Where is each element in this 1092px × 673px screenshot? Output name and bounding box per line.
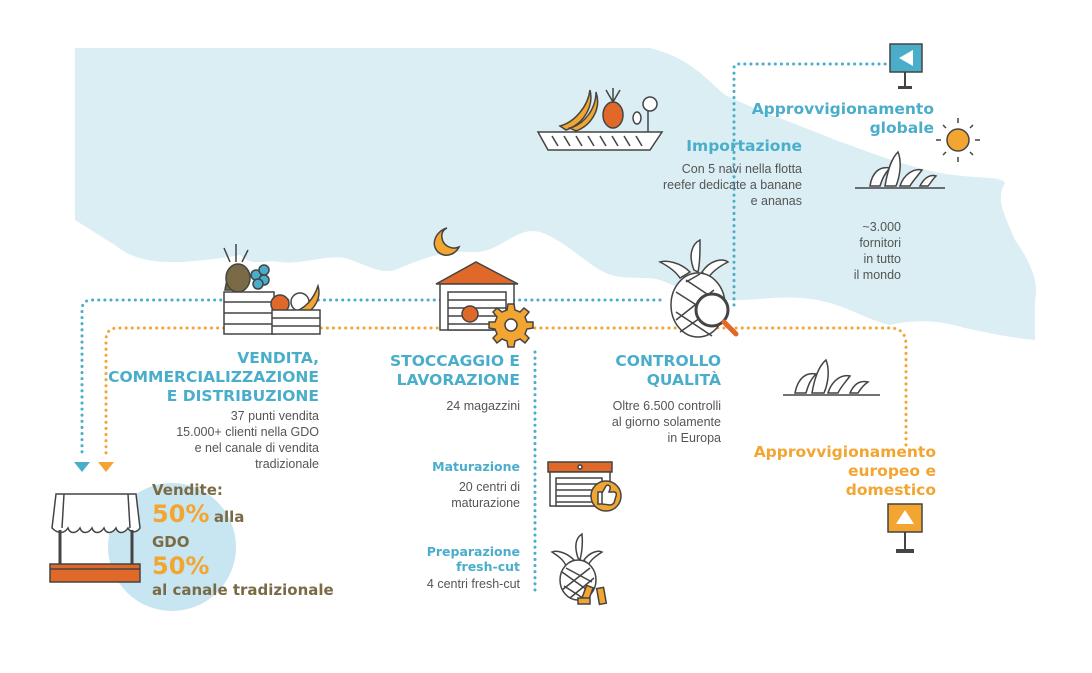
vendite-pct-gdo: 50% [152,500,210,528]
route-blue-main [80,298,662,457]
global-title-line1: Approvvigionamento [751,100,934,118]
vendite-text-gdo-line2: GDO [152,533,190,551]
pineapple-magnifier-icon [658,238,739,338]
arrow-orange [98,462,114,472]
sales-title-line3: E DISTRIBUZIONE [166,387,319,405]
vendite-text-gdo: alla [213,508,245,526]
arrow-blue [74,462,90,472]
moon-icon [433,227,461,256]
vendite-label: Vendite: [152,481,223,499]
thumbs-up-icon [590,480,622,512]
freshcut-block: Preparazione fresh-cut 4 centri fresh-cu… [427,544,520,592]
quality-line2: al giorno solamente [611,415,721,429]
ship-icon [536,88,664,151]
import-line1: Con 5 navi nella flotta [681,162,802,176]
sales-line4: tradizionale [255,457,319,471]
storage-line1: 24 magazzini [446,399,520,413]
sales-line1: 37 punti vendita [230,409,319,423]
vendite-pct-traditional: 50% [152,552,210,580]
import-line3: e ananas [750,194,802,208]
import-block: Importazione Con 5 navi nella flotta ree… [663,137,802,209]
suppliers-line2: fornitori [859,236,901,250]
sun-icon [936,118,980,162]
import-title: Importazione [686,137,802,155]
pennant-left-icon [889,43,923,89]
european-title-line2: europeo e [847,462,936,480]
european-title-line1: Approvvigionamento [753,443,936,461]
pennant-up-icon [887,503,923,553]
market-stall-icon [49,493,141,583]
sales-title-line1: VENDITA, [237,349,319,367]
suppliers-line4: il mondo [853,268,901,282]
quality-title-line2: QUALITÀ [646,371,721,389]
gear-icon [488,303,534,348]
ripening-line1: 20 centri di [458,480,520,494]
quality-line1: Oltre 6.500 controlli [612,399,721,413]
route-global [732,62,892,307]
sales-block: VENDITA, COMMERCIALIZZAZIONE E DISTRIBUZ… [108,349,319,472]
storage-block: STOCCAGGIO E LAVORAZIONE 24 magazzini [390,352,520,414]
ripening-block: Maturazione 20 centri di maturazione [432,459,520,511]
global-title-line2: globale [869,119,934,137]
pineapple-cut-icon [550,532,608,606]
freshcut-title-line2: fresh-cut [456,559,520,574]
sea-area [75,48,1037,340]
european-title-line3: domestico [845,481,936,499]
suppliers-line3: in tutto [863,252,901,266]
import-line2: reefer dedicate a banane [663,178,802,192]
freshcut-line1: 4 centri fresh-cut [426,577,520,591]
storage-title-line2: LAVORAZIONE [396,371,520,389]
ripening-title: Maturazione [432,459,520,474]
global-title: Approvvigionamento globale [752,100,934,138]
quality-title-line1: CONTROLLO [615,352,721,370]
storage-title-line1: STOCCAGGIO E [389,352,520,370]
palm-icon [855,150,945,189]
quality-block: CONTROLLO QUALITÀ Oltre 6.500 controlli … [612,352,721,446]
vendite-block: Vendite: 50% alla GDO 50% al canale trad… [152,481,334,599]
palm-icon [783,358,880,396]
suppliers-line1: ~3.000 [862,220,901,234]
ripening-line2: maturazione [451,496,520,510]
quality-line3: in Europa [667,431,721,445]
sales-line2: 15.000+ clienti nella GDO [176,425,319,439]
vendite-text-traditional: al canale tradizionale [152,581,334,599]
freshcut-title-line1: Preparazione [426,544,520,559]
sales-title-line2: COMMERCIALIZZAZIONE [108,368,319,386]
crate-icon [223,244,321,335]
suppliers-block: ~3.000 fornitori in tutto il mondo [854,219,901,283]
sales-line3: e nel canale di vendita [194,441,319,455]
european-title: Approvvigionamento europeo e domestico [754,443,936,500]
